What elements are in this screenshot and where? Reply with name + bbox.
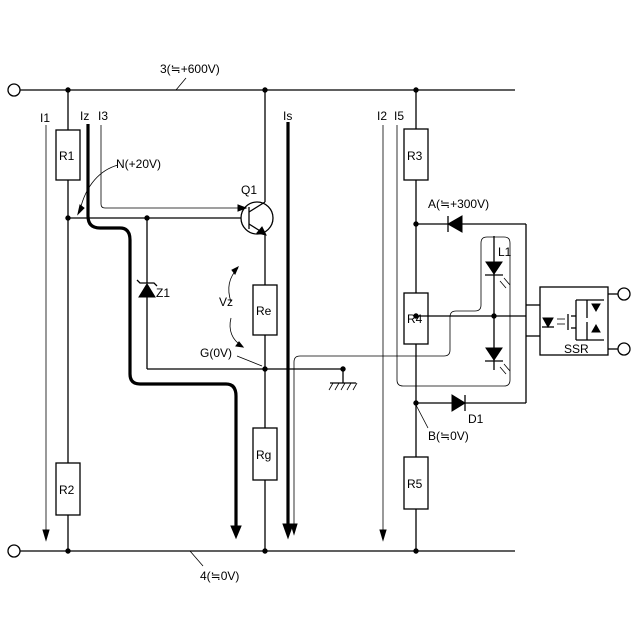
iz-label: Iz	[80, 109, 89, 123]
r3-label: R3	[407, 149, 423, 163]
top-rail-leader	[176, 78, 186, 90]
z1-label: Z1	[156, 286, 170, 300]
g-node-label: G(0V)	[200, 346, 232, 360]
top-terminal	[8, 84, 20, 96]
zener-z1	[139, 284, 155, 297]
vz-label: Vz	[219, 295, 233, 309]
r1-label: R1	[59, 149, 75, 163]
re-label: Re	[256, 304, 272, 318]
ground-symbol	[329, 383, 357, 390]
top-rail	[8, 84, 515, 96]
ssr-terminal-top	[618, 288, 630, 300]
i1-label: I1	[40, 111, 50, 125]
bottom-rail-leader	[190, 551, 203, 566]
r5-label: R5	[407, 477, 423, 491]
a-node-label: A(≒+300V)	[428, 197, 489, 211]
b-node-leader	[416, 405, 428, 428]
q1-label: Q1	[241, 183, 257, 197]
ssr-terminal-bottom	[618, 343, 630, 355]
d1-label: D1	[468, 412, 484, 426]
vz-arc-bottom	[230, 318, 242, 346]
i5-label: I5	[394, 109, 404, 123]
n-node-label: N(+20V)	[116, 157, 161, 171]
rg-label: Rg	[256, 448, 271, 462]
diode-d1	[452, 395, 465, 411]
g-node-leader	[237, 356, 262, 366]
current-i1-arrow	[43, 125, 49, 540]
i3-label: I3	[98, 109, 108, 123]
bottom-rail-label: 4(≒0V)	[200, 569, 239, 583]
is-label: Is	[283, 109, 292, 123]
current-i5-path	[294, 125, 510, 526]
transistor-q1	[241, 202, 273, 235]
i2-label: I2	[377, 109, 387, 123]
bottom-rail	[8, 545, 515, 557]
current-iz-path	[88, 124, 236, 528]
led-l1-bottom	[485, 348, 510, 374]
diode-a	[448, 216, 462, 232]
bottom-terminal	[8, 545, 20, 557]
led-l1-top	[485, 262, 510, 288]
top-rail-label: 3(≒+600V)	[160, 62, 220, 76]
n-node-leader	[80, 165, 118, 210]
r2-label: R2	[59, 483, 75, 497]
b-node-label: B(≒0V)	[428, 429, 469, 443]
ssr-label: SSR	[564, 342, 589, 356]
